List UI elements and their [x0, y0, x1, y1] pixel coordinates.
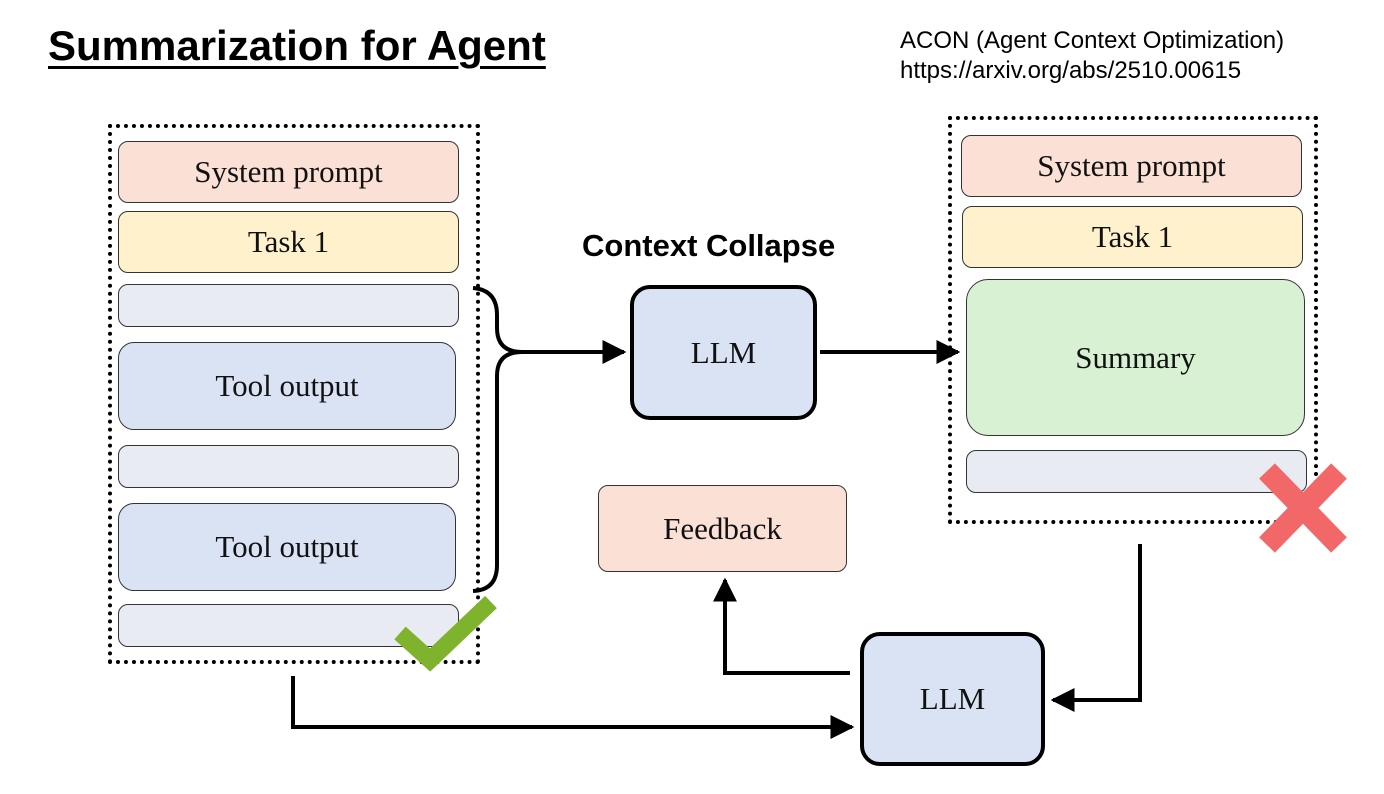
llm-evaluator: LLM [860, 632, 1045, 766]
right-system-prompt-label: System prompt [1037, 148, 1226, 183]
feedback-label: Feedback [663, 510, 782, 546]
llm-summarizer-label: LLM [690, 334, 757, 370]
cross-icon [1259, 463, 1347, 553]
arrow-llm-evaluator-to-feedback [713, 577, 850, 675]
right-context-container [948, 116, 1318, 524]
left-system-prompt-label: System prompt [194, 154, 383, 189]
left-context-container [108, 124, 480, 664]
left-system-prompt: System prompt [118, 141, 459, 203]
llm-summarizer: LLM [630, 285, 817, 420]
feedback-box: Feedback [598, 485, 847, 572]
page-title: Summarization for Agent [48, 22, 546, 69]
check-icon [394, 595, 497, 672]
arrow-right-to-llm-evaluator [1050, 544, 1142, 712]
right-empty-slot [966, 450, 1307, 493]
left-tool-output-1-label: Tool output [215, 368, 359, 403]
reference: ACON (Agent Context Optimization) https:… [900, 26, 1284, 86]
brace-connector [472, 286, 523, 593]
left-tool-output-2-label: Tool output [215, 529, 359, 564]
right-task-label: Task 1 [1091, 219, 1174, 254]
right-summary: Summary [966, 279, 1305, 436]
left-task: Task 1 [118, 211, 459, 273]
right-summary-label: Summary [1075, 339, 1196, 375]
left-empty-slot-1 [118, 284, 459, 327]
left-tool-output-1: Tool output [118, 342, 456, 430]
arrow-left-to-llm-evaluator [291, 676, 855, 739]
reference-url: https://arxiv.org/abs/2510.00615 [900, 57, 1242, 84]
right-system-prompt: System prompt [961, 135, 1302, 197]
left-empty-slot-2 [118, 445, 459, 488]
context-collapse-label: Context Collapse [582, 228, 836, 263]
right-task: Task 1 [962, 206, 1303, 268]
left-tool-output-2: Tool output [118, 503, 456, 591]
left-task-label: Task 1 [247, 224, 330, 259]
llm-evaluator-label: LLM [919, 681, 986, 716]
reference-title: ACON (Agent Context Optimization) [900, 27, 1285, 54]
